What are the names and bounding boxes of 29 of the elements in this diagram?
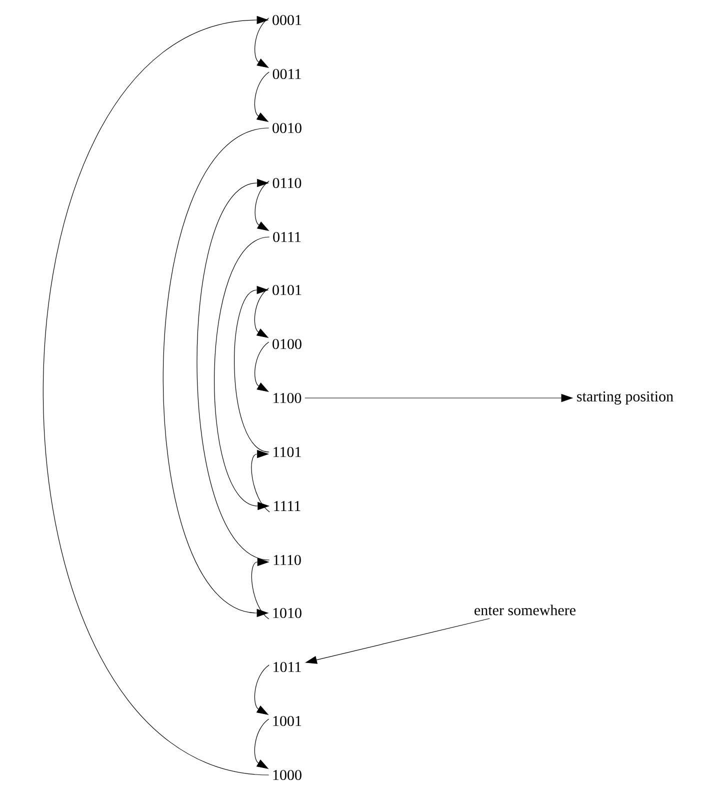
code-label: 1000 xyxy=(273,770,302,780)
code-label: 1110 xyxy=(274,554,301,566)
code-label: 1011 xyxy=(274,662,301,672)
arrow xyxy=(254,18,270,68)
arrow xyxy=(254,180,270,231)
code-label: 0001 xyxy=(272,14,302,26)
arrow xyxy=(251,558,270,620)
note-text: starting position xyxy=(577,391,674,405)
code-label: 1100 xyxy=(274,392,302,404)
arrow xyxy=(254,72,270,122)
code-label: 0010 xyxy=(272,122,302,134)
code-label: 1001 xyxy=(273,716,302,726)
code-label: 1111 xyxy=(274,501,300,511)
arrow xyxy=(42,16,270,776)
code-label: 1101 xyxy=(274,446,301,458)
arrow xyxy=(251,450,270,512)
arrow xyxy=(234,286,270,452)
code-label: 0110 xyxy=(272,178,302,188)
arrow xyxy=(196,178,270,560)
arrow xyxy=(254,342,270,392)
code-label: 0100 xyxy=(272,338,302,350)
arrow xyxy=(254,664,270,715)
code-label: 1010 xyxy=(273,608,302,618)
note-text: enter somewhere xyxy=(474,604,576,616)
code-label: 0011 xyxy=(272,68,301,80)
code-label: 0111 xyxy=(273,232,301,242)
code-label: 0101 xyxy=(272,284,302,296)
arrow xyxy=(254,288,270,338)
arrow xyxy=(254,718,270,769)
